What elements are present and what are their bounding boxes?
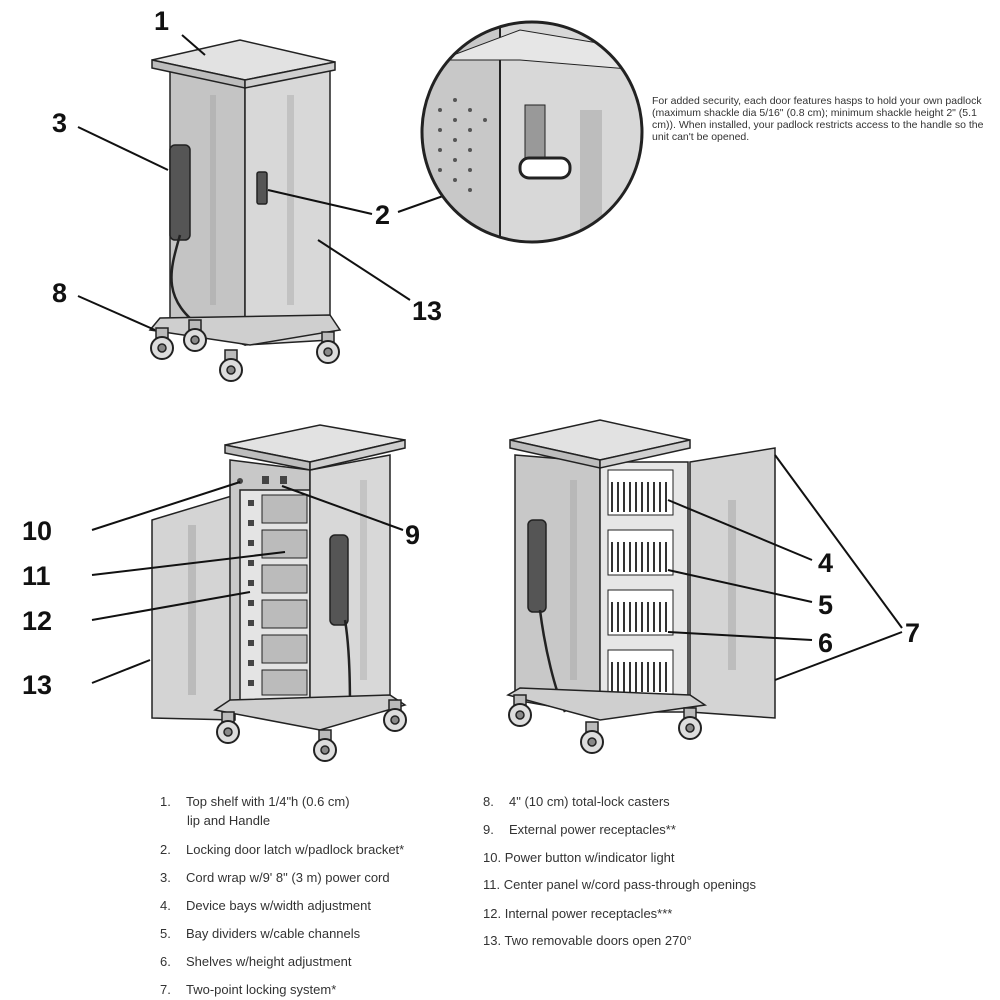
cord-wrap-handle [169,144,191,241]
legend-item-2: 2.Locking door latch w/padlock bracket* [160,842,405,857]
legend-item-9: 9.External power receptacles** [483,822,676,837]
legend-item-13: 13. Two removable doors open 270° [483,933,692,948]
callout-10: 10 [22,516,53,546]
legend-item-1: 1.Top shelf with 1/4"h (0.6 cm) [160,794,350,809]
callout-1: 1 [154,6,170,36]
cart-closed [148,39,342,382]
legend-item-7: 7.Two-point locking system* [160,982,337,997]
callout-7: 7 [905,618,921,648]
security-note: For added security, each door features h… [652,95,984,143]
callout-5: 5 [818,590,834,620]
legend-item-6: 6.Shelves w/height adjustment [160,954,352,969]
legend-item-3: 3.Cord wrap w/9' 8" (3 m) power cord [160,870,390,885]
callout-11: 11 [22,561,51,591]
legend-item-5: 5.Bay dividers w/cable channels [160,926,361,941]
legend-item-8: 8.4" (10 cm) total-lock casters [483,794,670,809]
callout-12: 12 [22,606,53,636]
legend-item-10: 10. Power button w/indicator light [483,850,675,865]
legend-item-1-cont: lip and Handle [187,813,271,828]
callout-2: 2 [375,200,391,230]
cart-open-side [506,419,776,754]
callout-3: 3 [52,108,68,138]
callout-13-bottom: 13 [22,670,53,700]
callout-lines-bottom [91,454,903,684]
legend-item-12: 12. Internal power receptacles*** [483,906,673,921]
padlock-detail-magnifier [420,20,644,244]
callout-8: 8 [52,278,68,308]
cart-open-front [151,424,407,762]
callout-13-top: 13 [412,296,443,326]
callout-4: 4 [818,548,834,578]
legend-item-4: 4.Device bays w/width adjustment [160,898,371,913]
callout-6: 6 [818,628,834,658]
door-latch [256,171,268,205]
legend-item-11: 11. Center panel w/cord pass-through ope… [483,877,756,892]
callout-9: 9 [405,520,421,550]
